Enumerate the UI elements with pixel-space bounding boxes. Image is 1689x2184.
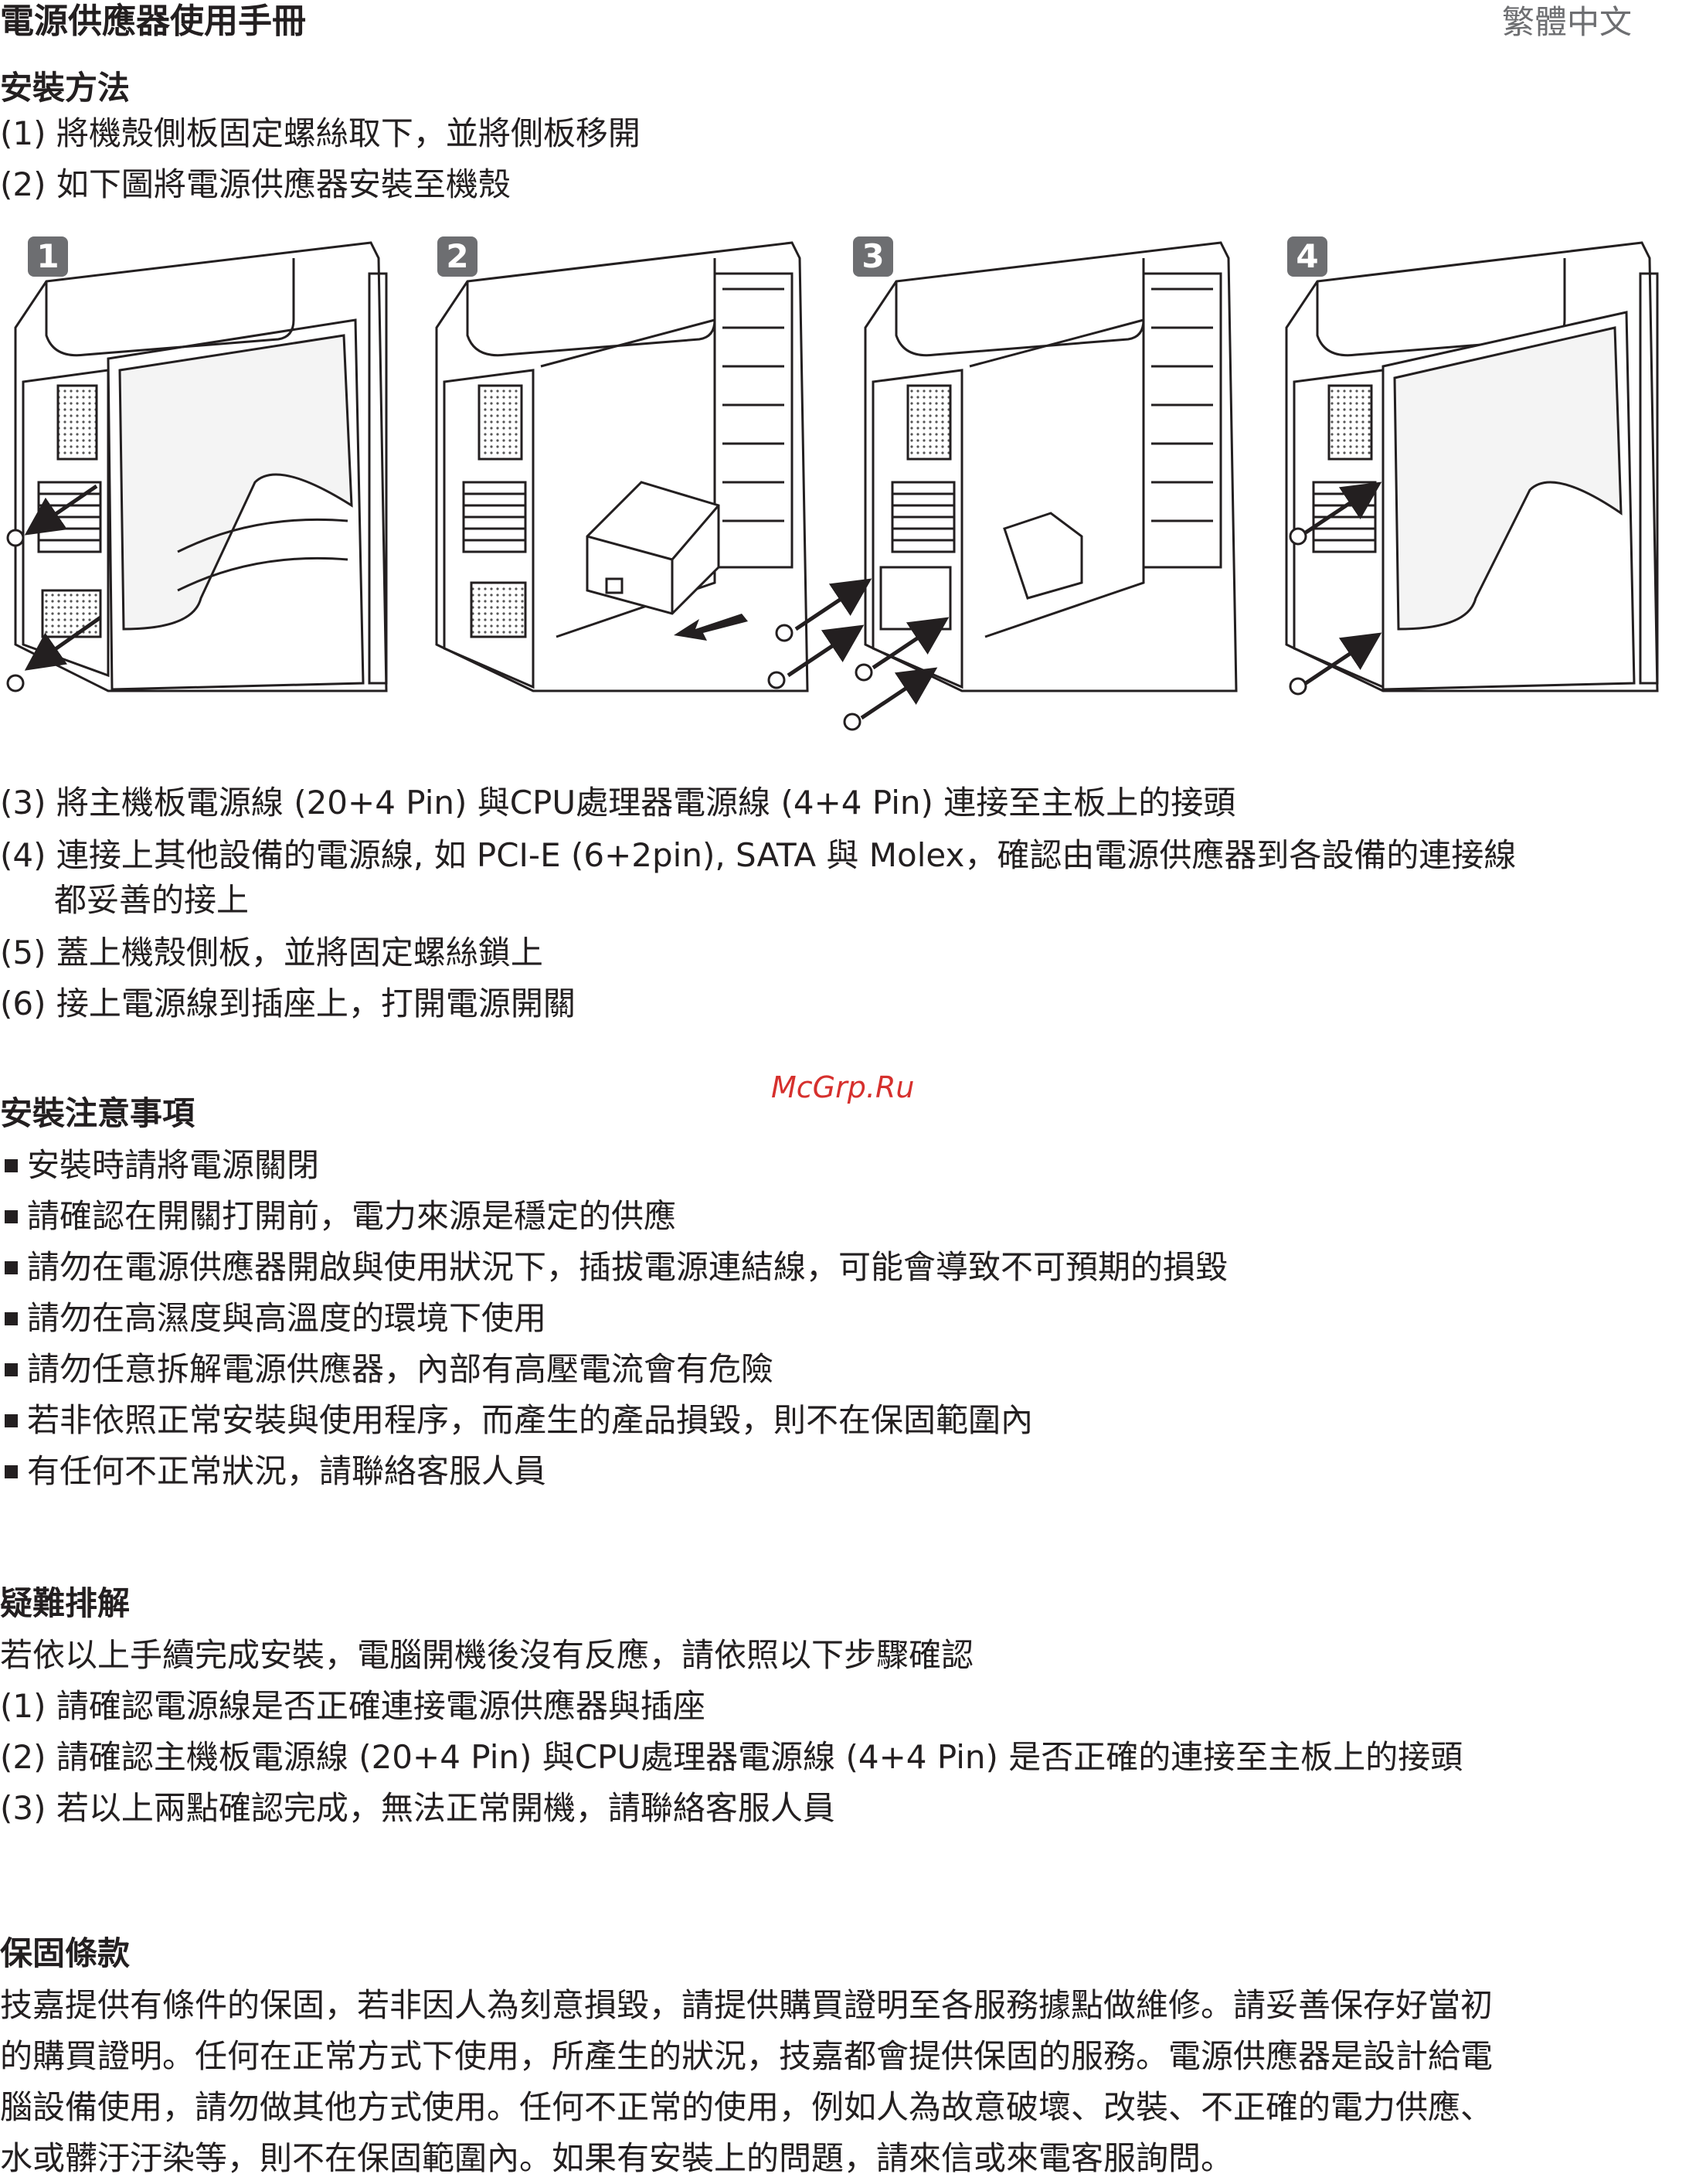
step-3-arrows (787, 578, 950, 720)
warranty-paragraph: 技嘉提供有條件的保固，若非因人為刻意損毀，請提供購買證明至各服務據點做維修。請妥… (0, 1980, 1689, 2184)
warranty-line: 的購買證明。任何在正常方式下使用，所產生的狀況，技嘉都會提供保固的服務。電源供應… (0, 2037, 1494, 2075)
install-step-5: (5) 蓋上機殼側板，並將固定螺絲鎖上 (0, 934, 543, 971)
step-1-case-illustration (14, 241, 388, 692)
notes-item: 安裝時請將電源關閉 (0, 1144, 319, 1187)
bullet-square-icon (5, 1260, 18, 1274)
installation-illustration (6, 241, 1659, 731)
notes-item: 若非依照正常安裝與使用程序，而產生的產品損毀，則不在保固範圍內 (0, 1399, 1033, 1442)
step-1-arrows (24, 484, 102, 671)
install-step-6: (6) 接上電源線到插座上，打開電源開關 (0, 985, 576, 1022)
warranty-line: 水或髒汙汙染等，則不在保固範圍內。如果有安裝上的問題，請來信或來電客服詢問。 (0, 2139, 1234, 2177)
step-4-case-illustration (1285, 241, 1659, 692)
step-badge-1: 1 (28, 236, 68, 277)
language-label: 繁體中文 (1501, 3, 1632, 41)
step-badge-4: 4 (1287, 236, 1327, 277)
bullet-square-icon (5, 1209, 18, 1223)
bullet-square-icon (5, 1158, 18, 1172)
bullet-square-icon (5, 1413, 18, 1427)
step-1-screws (6, 529, 25, 692)
notes-item: 請勿在高濕度與高溫度的環境下使用 (0, 1297, 546, 1340)
troubleshoot-step-3: (3) 若以上兩點確認完成，無法正常開機，請聯絡客服人員 (0, 1789, 835, 1827)
install-step-4-continued: 都妥善的接上 (54, 881, 250, 919)
notes-item: 請勿任意拆解電源供應器，內部有高壓電流會有危險 (0, 1348, 773, 1391)
installation-figure: 1 2 3 4 (0, 227, 1689, 753)
document-title: 電源供應器使用手冊 (0, 2, 306, 41)
notes-item: 有任何不正常狀況，請聯絡客服人員 (0, 1450, 546, 1493)
warranty-line: 技嘉提供有條件的保固，若非因人為刻意損毀，請提供購買證明至各服務據點做維修。請妥… (0, 1986, 1494, 2024)
warranty-heading: 保固條款 (0, 1934, 131, 1972)
install-heading: 安裝方法 (0, 69, 131, 107)
troubleshoot-step-2: (2) 請確認主機板電源線 (20+4 Pin) 與CPU處理器電源線 (4+4… (0, 1738, 1463, 1776)
install-step-1: (1) 將機殼側板固定螺絲取下，並將側板移開 (0, 114, 641, 152)
troubleshoot-step-1: (1) 請確認電源線是否正確連接電源供應器與插座 (0, 1687, 705, 1725)
step-4-screws (1289, 527, 1307, 696)
install-step-3: (3) 將主機板電源線 (20+4 Pin) 與CPU處理器電源線 (4+4 P… (0, 784, 1236, 822)
troubleshoot-heading: 疑難排解 (0, 1584, 131, 1622)
notes-item: 請確認在開關打開前，電力來源是穩定的供應 (0, 1195, 676, 1238)
notes-item: 請勿在電源供應器開啟與使用狀況下，插拔電源連結線，可能會導致不可預期的損毀 (0, 1246, 1228, 1289)
step-2-arrow (674, 614, 748, 641)
troubleshoot-intro: 若依以上手續完成安裝，電腦開機後沒有反應，請依照以下步驟確認 (0, 1636, 974, 1674)
step-badge-3: 3 (853, 236, 893, 277)
notes-heading: 安裝注意事項 (0, 1094, 195, 1132)
step-2-case-illustration (435, 241, 809, 692)
step-4-arrows (1304, 481, 1382, 685)
watermark: McGrp.Ru (771, 1070, 915, 1104)
step-badge-2: 2 (437, 236, 477, 277)
bullet-square-icon (5, 1311, 18, 1325)
step-3-screws (767, 624, 873, 731)
warranty-line: 腦設備使用，請勿做其他方式使用。任何不正常的使用，例如人為故意破壞、改裝、不正確… (0, 2088, 1494, 2126)
bullet-square-icon (5, 1465, 18, 1478)
install-step-4: (4) 連接上其他設備的電源線, 如 PCI-E (6+2pin), SATA … (0, 836, 1517, 874)
step-3-case-illustration (864, 241, 1238, 692)
bullet-square-icon (5, 1362, 18, 1376)
install-step-2: (2) 如下圖將電源供應器安裝至機殼 (0, 165, 511, 203)
